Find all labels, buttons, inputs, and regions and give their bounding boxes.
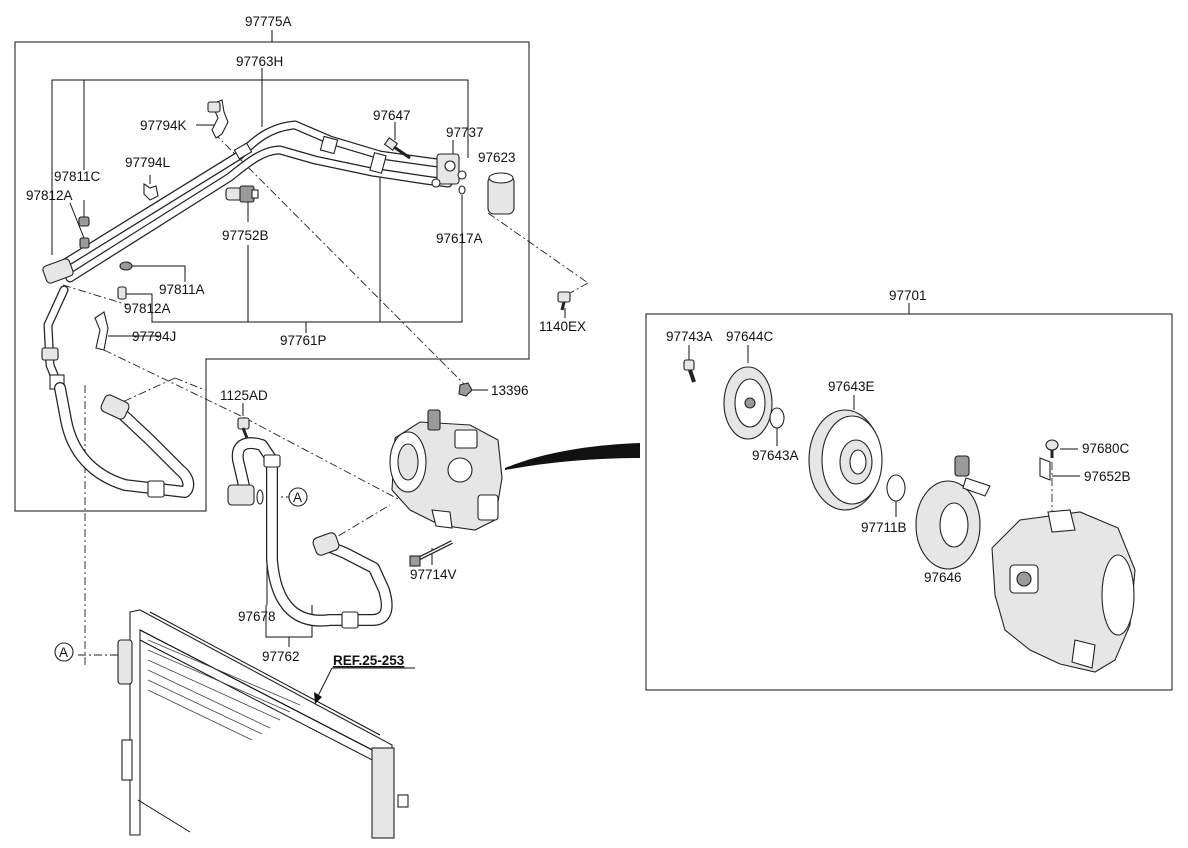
condenser	[117, 609, 409, 839]
callout-labels: 97775A 97763H 97794K 97647 97737 97623 9…	[26, 14, 1131, 668]
label-97752B: 97752B	[222, 228, 269, 243]
label-97714V: 97714V	[410, 567, 457, 582]
label-97812A-upper: 97812A	[26, 188, 73, 203]
bolt-97647	[383, 137, 411, 160]
orings	[457, 170, 467, 195]
label-97811A: 97811A	[159, 282, 205, 297]
label-97737: 97737	[446, 125, 484, 140]
label-97775A: 97775A	[245, 14, 292, 29]
pipe-left-drop	[41, 285, 69, 390]
label-13396: 13396	[491, 383, 529, 398]
label-ref-25-253: REF.25-253	[333, 653, 405, 668]
label-97678: 97678	[238, 609, 276, 624]
label-connector-a-lower: A	[59, 645, 68, 660]
connector-circle-lower	[54, 642, 74, 662]
label-97701: 97701	[889, 288, 927, 303]
label-97643A: 97643A	[752, 448, 799, 463]
label-97643E: 97643E	[828, 379, 875, 394]
label-97617A: 97617A	[436, 231, 483, 246]
label-97763H: 97763H	[236, 54, 283, 69]
bolt-1140EX	[557, 291, 571, 311]
label-97646: 97646	[924, 570, 962, 585]
switch-97752B	[225, 185, 259, 203]
label-97761P: 97761P	[280, 333, 327, 348]
screw-97680C	[1045, 439, 1059, 458]
label-1125AD: 1125AD	[220, 388, 268, 403]
hose-left-lower	[54, 382, 195, 498]
label-1140EX: 1140EX	[539, 319, 586, 334]
label-97794J: 97794J	[132, 329, 176, 344]
clip-97794K	[207, 99, 229, 139]
label-97794L: 97794L	[125, 155, 171, 170]
bracket-97652B	[1039, 457, 1051, 481]
caps	[78, 216, 133, 300]
compressor-body-detail	[991, 509, 1136, 673]
bolt-1125AD	[237, 417, 250, 439]
pipe-97761P	[65, 145, 453, 283]
pulley-97643E	[808, 409, 883, 511]
connector-circle-upper	[288, 487, 308, 507]
label-97812A-lower: 97812A	[124, 301, 171, 316]
label-97652B: 97652B	[1084, 469, 1131, 484]
label-97794K: 97794K	[140, 118, 187, 133]
label-97743A: 97743A	[666, 329, 713, 344]
label-97711B: 97711B	[861, 520, 907, 535]
compressor-detail-frame	[645, 303, 1173, 691]
bracket-97794J	[94, 311, 109, 351]
label-97647: 97647	[373, 108, 411, 123]
hose-97762	[227, 437, 393, 629]
label-connector-a-upper: A	[293, 490, 302, 505]
drier-97623	[487, 172, 515, 215]
clip-97794L	[143, 182, 159, 201]
label-97644C: 97644C	[726, 329, 774, 344]
assembly-dashed-lines	[62, 132, 1053, 665]
pipe-fittings	[42, 135, 460, 284]
coil-97646	[915, 455, 991, 570]
compressor-assembled	[389, 409, 503, 531]
assembly-frame-97775A	[14, 30, 530, 512]
label-97680C: 97680C	[1082, 441, 1130, 456]
label-97811C: 97811C	[54, 169, 101, 184]
label-97762: 97762	[262, 649, 300, 664]
bolt-97743A	[683, 359, 696, 383]
nut-13396	[458, 382, 473, 397]
bolt-97714V	[409, 540, 453, 567]
detail-pointer-arrow	[505, 443, 640, 470]
label-97623: 97623	[478, 150, 516, 165]
snapring-97711B	[886, 474, 906, 502]
shim-97643A	[769, 407, 785, 429]
hub-97644C	[723, 366, 773, 440]
